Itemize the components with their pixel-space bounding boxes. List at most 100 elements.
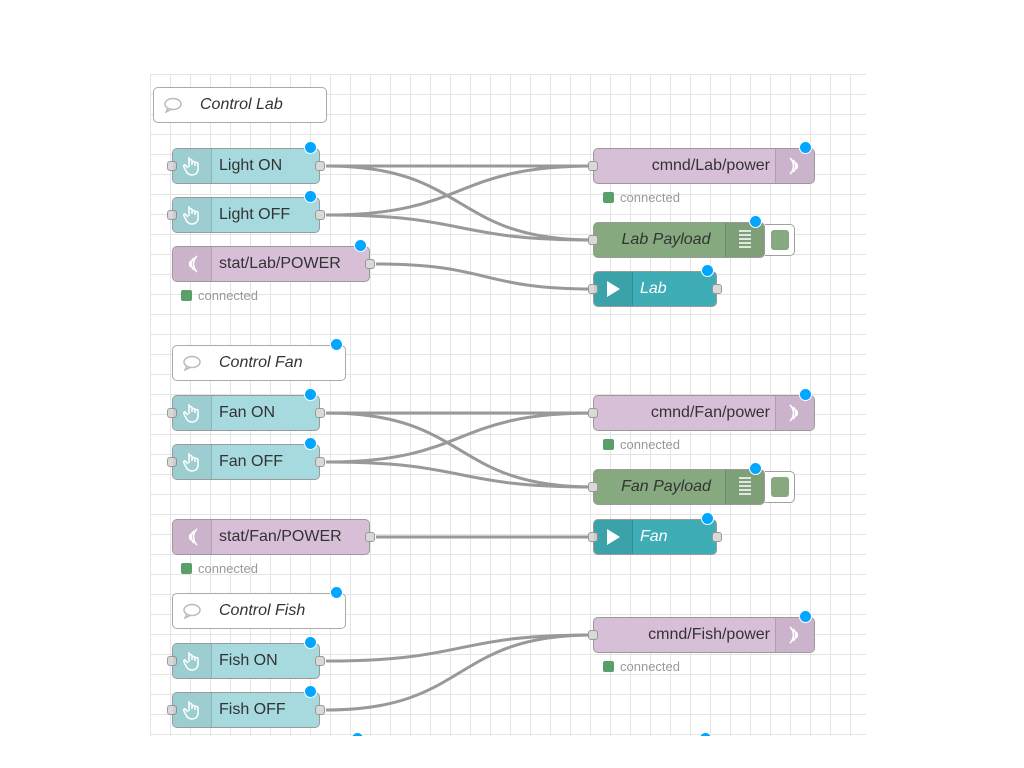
wire [375, 262, 594, 291]
input-port[interactable] [588, 235, 598, 245]
speech-bubble-icon [173, 594, 211, 628]
input-port[interactable] [167, 656, 177, 666]
status-text: connected [198, 288, 258, 303]
wifi-signal-icon [173, 520, 212, 554]
inject-label: Light ON [219, 157, 283, 174]
output-port[interactable] [315, 656, 325, 666]
debug-toggle-button[interactable] [765, 471, 795, 503]
output-port[interactable] [712, 532, 722, 542]
status-dot [181, 563, 192, 574]
changed-badge [354, 239, 367, 252]
output-port[interactable] [315, 161, 325, 171]
changed-badge [304, 437, 317, 450]
input-port[interactable] [167, 210, 177, 220]
changed-badge [701, 264, 714, 277]
toggle-indicator [770, 230, 789, 250]
wifi-signal-icon [173, 247, 212, 281]
changed-badge [330, 586, 343, 599]
input-port[interactable] [167, 161, 177, 171]
mqtt-out-node[interactable]: cmnd/Fish/power [588, 610, 815, 653]
inject-node-on[interactable]: Fish ON [167, 636, 325, 679]
node-status: connected [181, 288, 258, 303]
wire [325, 164, 594, 217]
debug-toggle-button[interactable] [765, 224, 795, 256]
input-port[interactable] [167, 408, 177, 418]
wire [325, 633, 594, 712]
output-port[interactable] [365, 259, 375, 269]
output-port[interactable] [315, 705, 325, 715]
changed-badge [304, 685, 317, 698]
inject-label: Fan OFF [219, 453, 284, 470]
output-port[interactable] [712, 284, 722, 294]
changed-badge [749, 215, 762, 228]
input-port[interactable] [588, 630, 598, 640]
input-port[interactable] [167, 457, 177, 467]
node-status: connected [603, 437, 680, 452]
output-port[interactable] [315, 457, 325, 467]
changed-badge [304, 636, 317, 649]
wifi-signal-icon [775, 618, 814, 652]
dashboard-label: Lab [640, 280, 667, 297]
inject-node-on[interactable]: Fan ON [167, 388, 325, 431]
inject-node-on[interactable]: Light ON [167, 141, 325, 184]
speech-bubble-icon [173, 346, 211, 380]
changed-badge [749, 462, 762, 475]
mqtt-topic-label: stat/Fan/POWER [219, 528, 342, 545]
mqtt-topic-label: cmnd/Fan/power [650, 404, 770, 421]
hand-pointer-icon [173, 396, 212, 430]
inject-label: Fish ON [219, 652, 278, 669]
dashboard-node[interactable]: Fan [588, 512, 722, 555]
changed-badge [799, 610, 812, 623]
hand-pointer-icon [173, 693, 212, 727]
inject-node-off[interactable]: Fan OFF [167, 437, 325, 480]
mqtt-topic-label: cmnd/Lab/power [651, 157, 770, 174]
debug-node[interactable]: Lab Payload [588, 215, 765, 258]
list-lines-icon [725, 223, 764, 257]
inject-node-off[interactable]: Fish OFF [167, 685, 325, 728]
input-port[interactable] [588, 408, 598, 418]
comment-node[interactable]: Control Fish [172, 586, 346, 629]
node-status: connected [603, 190, 680, 205]
status-dot [603, 439, 614, 450]
debug-label: Lab Payload [621, 231, 711, 248]
status-dot [603, 661, 614, 672]
comment-label: Control Fan [219, 354, 303, 371]
wire [325, 460, 594, 489]
hand-pointer-icon [173, 445, 212, 479]
hand-pointer-icon [173, 644, 212, 678]
wire [325, 411, 594, 489]
hand-pointer-icon [173, 198, 212, 232]
status-text: connected [620, 437, 680, 452]
mqtt-topic-label: cmnd/Fish/power [648, 626, 770, 643]
input-port[interactable] [167, 705, 177, 715]
output-port[interactable] [365, 532, 375, 542]
output-port[interactable] [315, 408, 325, 418]
mqtt-out-node[interactable]: cmnd/Lab/power [588, 141, 815, 184]
inject-label: Fan ON [219, 404, 276, 421]
status-text: connected [198, 561, 258, 576]
changed-badge [304, 141, 317, 154]
debug-node[interactable]: Fan Payload [588, 462, 765, 505]
comment-node[interactable]: Control Lab [153, 87, 327, 123]
input-port[interactable] [588, 161, 598, 171]
output-port[interactable] [315, 210, 325, 220]
inject-label: Fish OFF [219, 701, 286, 718]
mqtt-out-node[interactable]: cmnd/Fan/power [588, 388, 815, 431]
inject-label: Light OFF [219, 206, 291, 223]
flow-canvas[interactable]: Control Lab Light ON Light OFF stat/Lab/… [150, 74, 866, 736]
wifi-signal-icon [775, 396, 814, 430]
input-port[interactable] [588, 482, 598, 492]
input-port[interactable] [588, 284, 598, 294]
inject-node-off[interactable]: Light OFF [167, 190, 325, 233]
dashboard-node[interactable]: Lab [588, 264, 722, 307]
mqtt-in-node[interactable]: stat/Lab/POWER [172, 239, 375, 282]
mqtt-in-node[interactable]: stat/Fan/POWER [172, 519, 375, 555]
play-triangle-icon [594, 520, 633, 554]
changed-badge [799, 141, 812, 154]
changed-badge [304, 190, 317, 203]
comment-node[interactable]: Control Fan [172, 338, 346, 381]
changed-badge [701, 512, 714, 525]
input-port[interactable] [588, 532, 598, 542]
list-lines-icon [725, 470, 764, 504]
wire [325, 633, 594, 663]
